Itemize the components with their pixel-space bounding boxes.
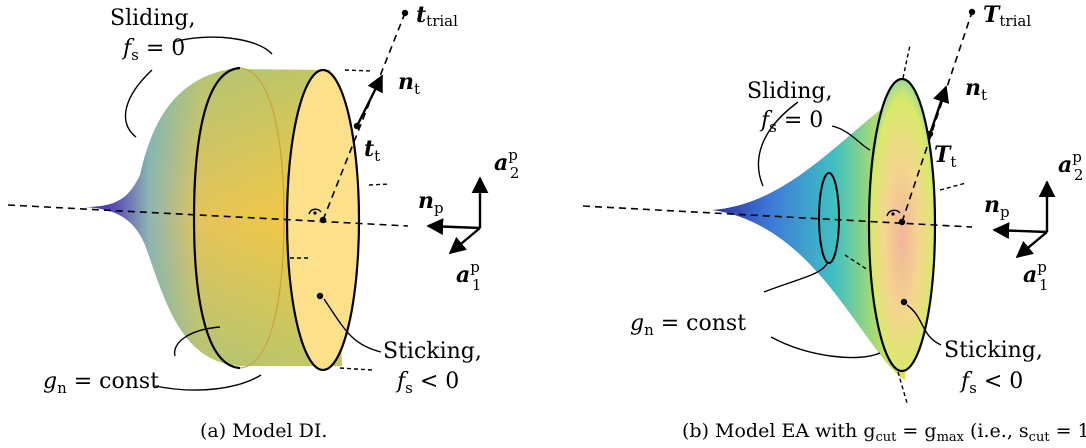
gn-label-b: gn = const bbox=[630, 311, 746, 339]
nt-arrow-b bbox=[928, 85, 950, 135]
sticking-label-a: Sticking, bbox=[383, 339, 482, 364]
caption-a: (a) Model DI. bbox=[200, 420, 327, 442]
t-t-label-a: tt bbox=[364, 136, 380, 165]
mid-ring-a bbox=[192, 66, 241, 370]
sticking-cond-b: fs < 0 bbox=[959, 369, 1023, 397]
gn-label-a: gn = const bbox=[43, 369, 159, 397]
contact-surface-b bbox=[712, 80, 910, 380]
n-p-label-b: np bbox=[984, 192, 1010, 221]
trial-line-a bbox=[322, 12, 406, 221]
sliding-cond-a: fs = 0 bbox=[121, 36, 185, 64]
sticking-label-b: Sticking, bbox=[944, 338, 1043, 363]
sticking-cond-a: fs < 0 bbox=[395, 369, 459, 397]
mid-ring-b bbox=[818, 172, 840, 264]
axis-line-b bbox=[582, 205, 973, 228]
caption-b: (b) Model EA with gcut = gmax (i.e., scu… bbox=[682, 420, 1086, 445]
n-t-label-a: nt bbox=[398, 69, 420, 98]
T-trial-label-b: Ttrial bbox=[983, 2, 1031, 30]
sliding-label-a: Sliding, bbox=[110, 6, 196, 31]
n-t-label-b: nt bbox=[965, 75, 987, 104]
sliding-label-b: Sliding, bbox=[747, 79, 833, 104]
T-t-label-b: Tt bbox=[934, 142, 956, 171]
nt-arrow-a bbox=[355, 74, 384, 127]
sliding-cond-b: fs = 0 bbox=[759, 108, 823, 136]
t-trial-label-a: ttrial bbox=[416, 2, 458, 30]
axis-line-a bbox=[7, 204, 409, 227]
n-p-label-a: np bbox=[418, 188, 444, 217]
